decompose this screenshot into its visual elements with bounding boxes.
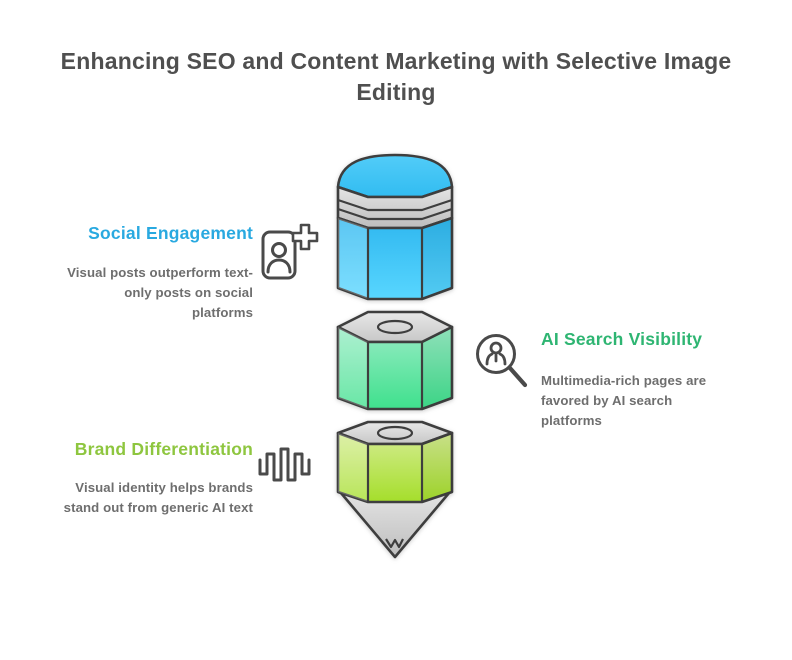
add-contact-icon <box>261 223 319 280</box>
section-description: Visual posts outperform text- only posts… <box>67 265 253 320</box>
section-description: Multimedia-rich pages are favored by AI … <box>541 373 707 428</box>
section-ai-search-visibility: AI Search Visibility Multimedia-rich pag… <box>541 329 746 431</box>
section-brand-differentiation: Brand Differentiation Visual identity he… <box>38 439 253 518</box>
pencil-tip-jag <box>385 538 404 549</box>
section-social-engagement: Social Engagement Visual posts outperfor… <box>38 223 253 323</box>
section-heading: Social Engagement <box>88 223 253 243</box>
pencil-middle-segment <box>336 310 454 411</box>
waveform-icon <box>258 447 311 482</box>
section-description: Visual identity helps brands stand out f… <box>63 480 253 515</box>
page-title-line-1: Enhancing SEO and Content Marketing with… <box>60 48 732 74</box>
section-heading: Brand Differentiation <box>74 439 253 459</box>
page-title: Enhancing SEO and Content Marketing with… <box>0 46 792 108</box>
section-heading: AI Search Visibility <box>541 329 703 349</box>
search-person-icon <box>476 334 528 388</box>
page-title-line-2: Editing <box>356 79 436 105</box>
pencil-eraser-segment <box>336 153 454 301</box>
pencil-illustration <box>336 153 454 559</box>
pencil-lead-core <box>376 425 414 441</box>
pencil-lead-core <box>376 319 414 335</box>
pencil-tip-segment <box>336 420 454 559</box>
